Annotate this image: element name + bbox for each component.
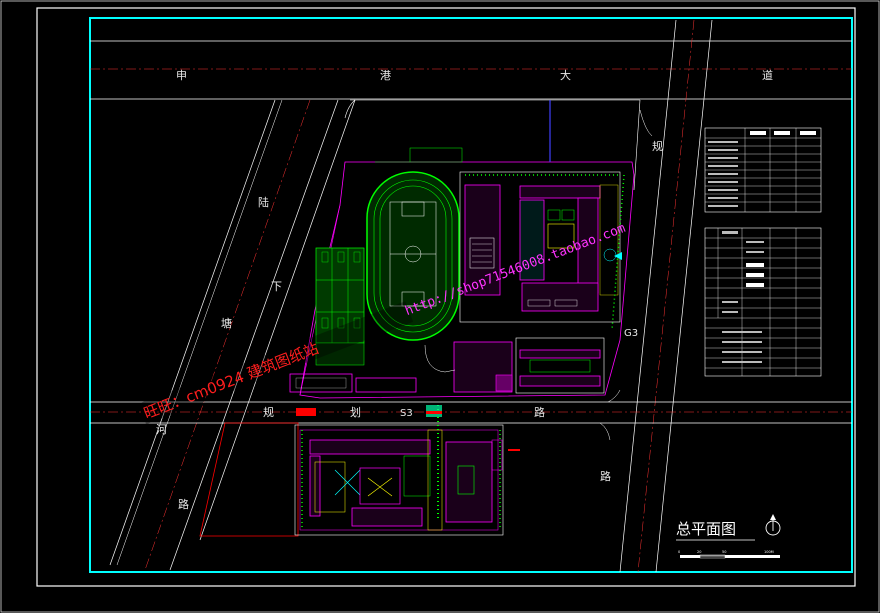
middle-road-char-2: 划 (350, 406, 361, 419)
left-road-char-2: 下 (271, 280, 282, 293)
right-road-code: G3 (624, 328, 638, 339)
title-block: 总平面图 (676, 514, 781, 541)
river-label: 河 (156, 423, 167, 436)
lower-site (199, 422, 520, 537)
middle-road-char-1: 规 (263, 405, 274, 419)
road-labels: 申 港 大 道 陆 下 塘 河 路 规 划 S3 路 规 G3 路 (156, 68, 773, 511)
ball-courts (315, 247, 365, 366)
scale-tick-50: 50 (722, 550, 726, 554)
top-road-char-2: 港 (380, 69, 391, 82)
left-road-char-1: 陆 (258, 195, 269, 209)
scale-tick-0: 0 (678, 550, 680, 554)
scale-tick-100m: 100M (764, 550, 774, 554)
watermark-text: 旺旺：cm0924 建筑图纸站 (141, 339, 321, 422)
top-road-char-1: 申 (176, 69, 187, 82)
drawing-title: 总平面图 (676, 520, 736, 538)
middle-road-char-4: 路 (534, 406, 545, 419)
right-road-bottom-label: 路 (600, 470, 611, 483)
scale-tick-20: 20 (697, 550, 701, 554)
top-road (90, 40, 852, 101)
top-road-char-3: 大 (560, 68, 571, 82)
running-track (366, 171, 460, 341)
entrance-markers (296, 252, 622, 417)
right-road (619, 19, 713, 573)
upper-buildings (289, 171, 621, 394)
watermark: 旺旺：cm0924 建筑图纸站 (138, 301, 414, 425)
bottom-left-road-label: 路 (178, 498, 189, 511)
drawing-frame (89, 17, 853, 573)
left-road-char-3: 塘 (221, 316, 232, 330)
top-road-char-4: 道 (762, 68, 773, 82)
indicator-table (704, 127, 822, 377)
scale-bar: 0 20 50 100M (678, 550, 780, 559)
middle-road (90, 389, 852, 441)
middle-road-code: S3 (400, 408, 413, 419)
tree-belts (301, 174, 625, 530)
paper-border (36, 7, 856, 587)
left-road-river (109, 99, 356, 571)
right-road-top-label: 规 (652, 139, 663, 153)
